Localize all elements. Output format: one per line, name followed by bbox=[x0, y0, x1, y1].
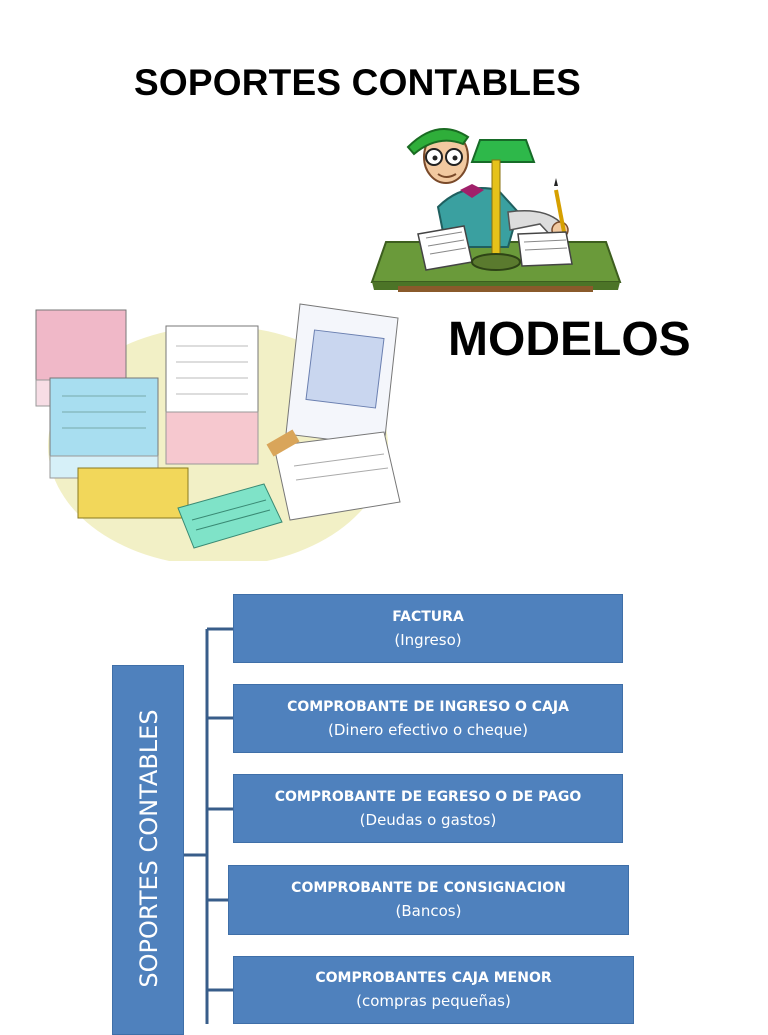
branch-node-factura: FACTURA (Ingreso) bbox=[233, 594, 623, 663]
branch-node-ingreso: COMPROBANTE DE INGRESO O CAJA (Dinero ef… bbox=[233, 684, 623, 753]
root-node: SOPORTES CONTABLES bbox=[112, 665, 184, 1035]
branch-title: FACTURA bbox=[392, 608, 464, 625]
root-node-label: SOPORTES CONTABLES bbox=[135, 709, 163, 988]
branch-title: COMPROBANTES CAJA MENOR bbox=[315, 970, 552, 986]
section-subtitle: MODELOS bbox=[448, 313, 691, 366]
page-title: SOPORTES CONTABLES bbox=[134, 62, 581, 103]
branch-subtitle: (Deudas o gastos) bbox=[359, 810, 497, 829]
branch-node-caja-menor: COMPROBANTES CAJA MENOR (compras pequeña… bbox=[233, 956, 634, 1024]
accountant-illustration bbox=[370, 128, 622, 292]
branch-node-egreso: COMPROBANTE DE EGRESO O DE PAGO (Deudas … bbox=[233, 774, 623, 843]
forms-stack-illustration bbox=[35, 303, 401, 561]
branch-subtitle: (Dinero efectivo o cheque) bbox=[328, 720, 528, 739]
branch-subtitle: (Bancos) bbox=[395, 902, 462, 920]
branch-subtitle: (Ingreso) bbox=[394, 630, 462, 649]
branch-title: COMPROBANTE DE EGRESO O DE PAGO bbox=[274, 788, 582, 805]
branch-node-consignacion: COMPROBANTE DE CONSIGNACION (Bancos) bbox=[228, 865, 629, 935]
branch-title: COMPROBANTE DE INGRESO O CAJA bbox=[287, 698, 569, 715]
branch-title: COMPROBANTE DE CONSIGNACION bbox=[291, 880, 566, 896]
branch-subtitle: (compras pequeñas) bbox=[356, 992, 511, 1010]
